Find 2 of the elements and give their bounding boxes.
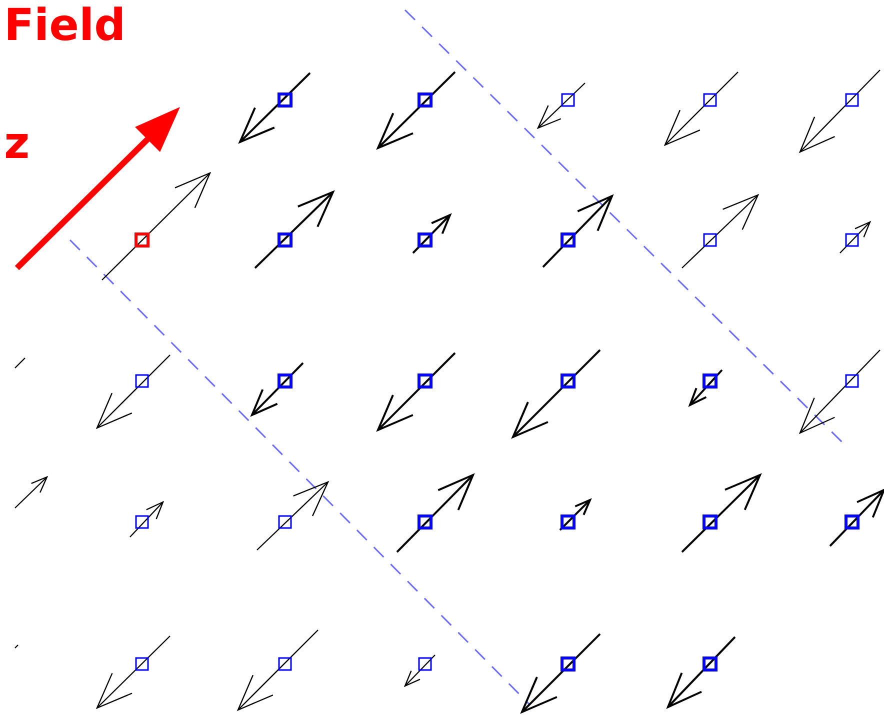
field-label: Field	[4, 4, 126, 48]
axis-label: z	[4, 122, 30, 166]
